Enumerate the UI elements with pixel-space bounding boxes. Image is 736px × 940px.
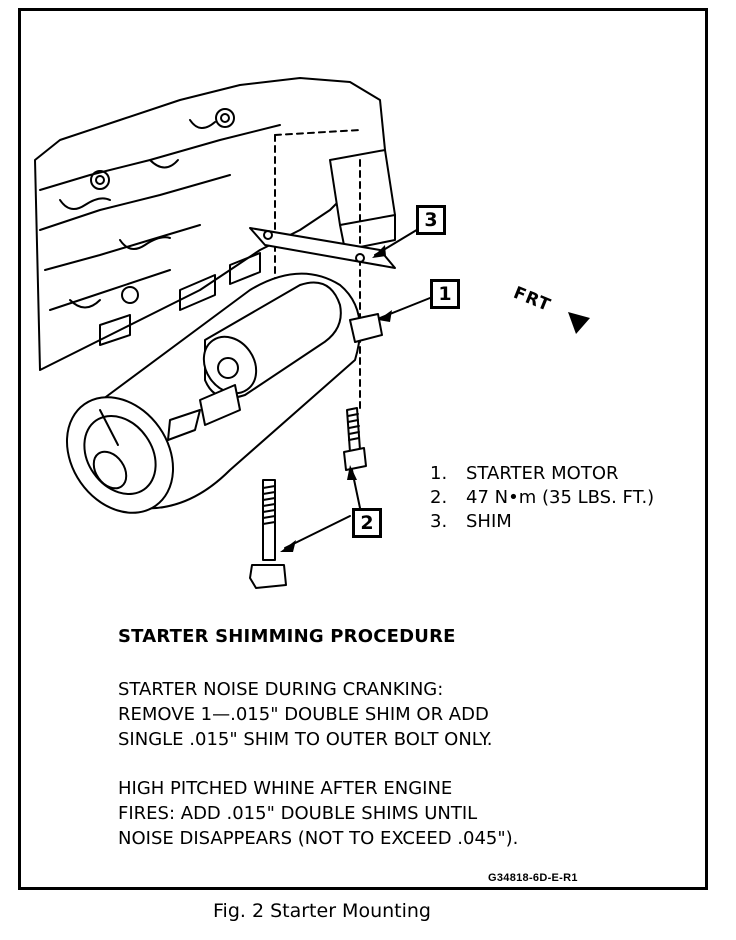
legend-number: 2.	[430, 487, 448, 508]
procedure-line: FIRES: ADD .015" DOUBLE SHIMS UNTIL	[118, 803, 478, 824]
callout-1: 1	[430, 279, 460, 309]
arrow-callout-2a	[280, 540, 296, 552]
legend-item: 1. STARTER MOTOR	[430, 462, 654, 486]
procedure-line: HIGH PITCHED WHINE AFTER ENGINE	[118, 778, 453, 799]
arrow-callout-3	[372, 245, 386, 258]
legend-text: SHIM	[466, 511, 512, 532]
legend-text: STARTER MOTOR	[466, 463, 619, 484]
procedure-paragraph-2: HIGH PITCHED WHINE AFTER ENGINE FIRES: A…	[118, 776, 518, 851]
procedure-line: STARTER NOISE DURING CRANKING:	[118, 679, 444, 700]
lower-bolt	[249, 479, 287, 589]
procedure-line: NOISE DISAPPEARS (NOT TO EXCEED .045").	[118, 828, 519, 849]
legend-number: 1.	[430, 463, 448, 484]
leader-line-2	[284, 515, 351, 549]
procedure-paragraph-1: STARTER NOISE DURING CRANKING: REMOVE 1—…	[118, 677, 493, 752]
procedure-title: STARTER SHIMMING PROCEDURE	[118, 626, 456, 647]
starter-end-cap	[65, 396, 175, 514]
callout-3: 3	[416, 205, 446, 235]
block-bolt	[90, 170, 110, 190]
callout-2: 2	[352, 508, 382, 538]
procedure-line: REMOVE 1—.015" DOUBLE SHIM OR ADD	[118, 704, 489, 725]
legend-text: 47 N•m (35 LBS. FT.)	[466, 487, 655, 508]
figure-caption: Fig. 2 Starter Mounting	[213, 900, 431, 922]
figure-code: G34818-6D-E-R1	[488, 872, 578, 884]
arrow-callout-1	[378, 310, 392, 322]
legend-item: 2. 47 N•m (35 LBS. FT.)	[430, 486, 654, 510]
shim-plate	[249, 227, 396, 269]
frt-arrow-icon	[568, 312, 590, 334]
mount-bracket	[329, 149, 396, 226]
procedure-line: SINGLE .015" SHIM TO OUTER BOLT ONLY.	[118, 729, 493, 750]
upper-bolt	[343, 407, 367, 471]
legend-item: 3. SHIM	[430, 510, 654, 534]
legend-number: 3.	[430, 511, 448, 532]
legend: 1. STARTER MOTOR 2. 47 N•m (35 LBS. FT.)…	[430, 462, 654, 534]
arrow-callout-2b	[347, 465, 357, 480]
